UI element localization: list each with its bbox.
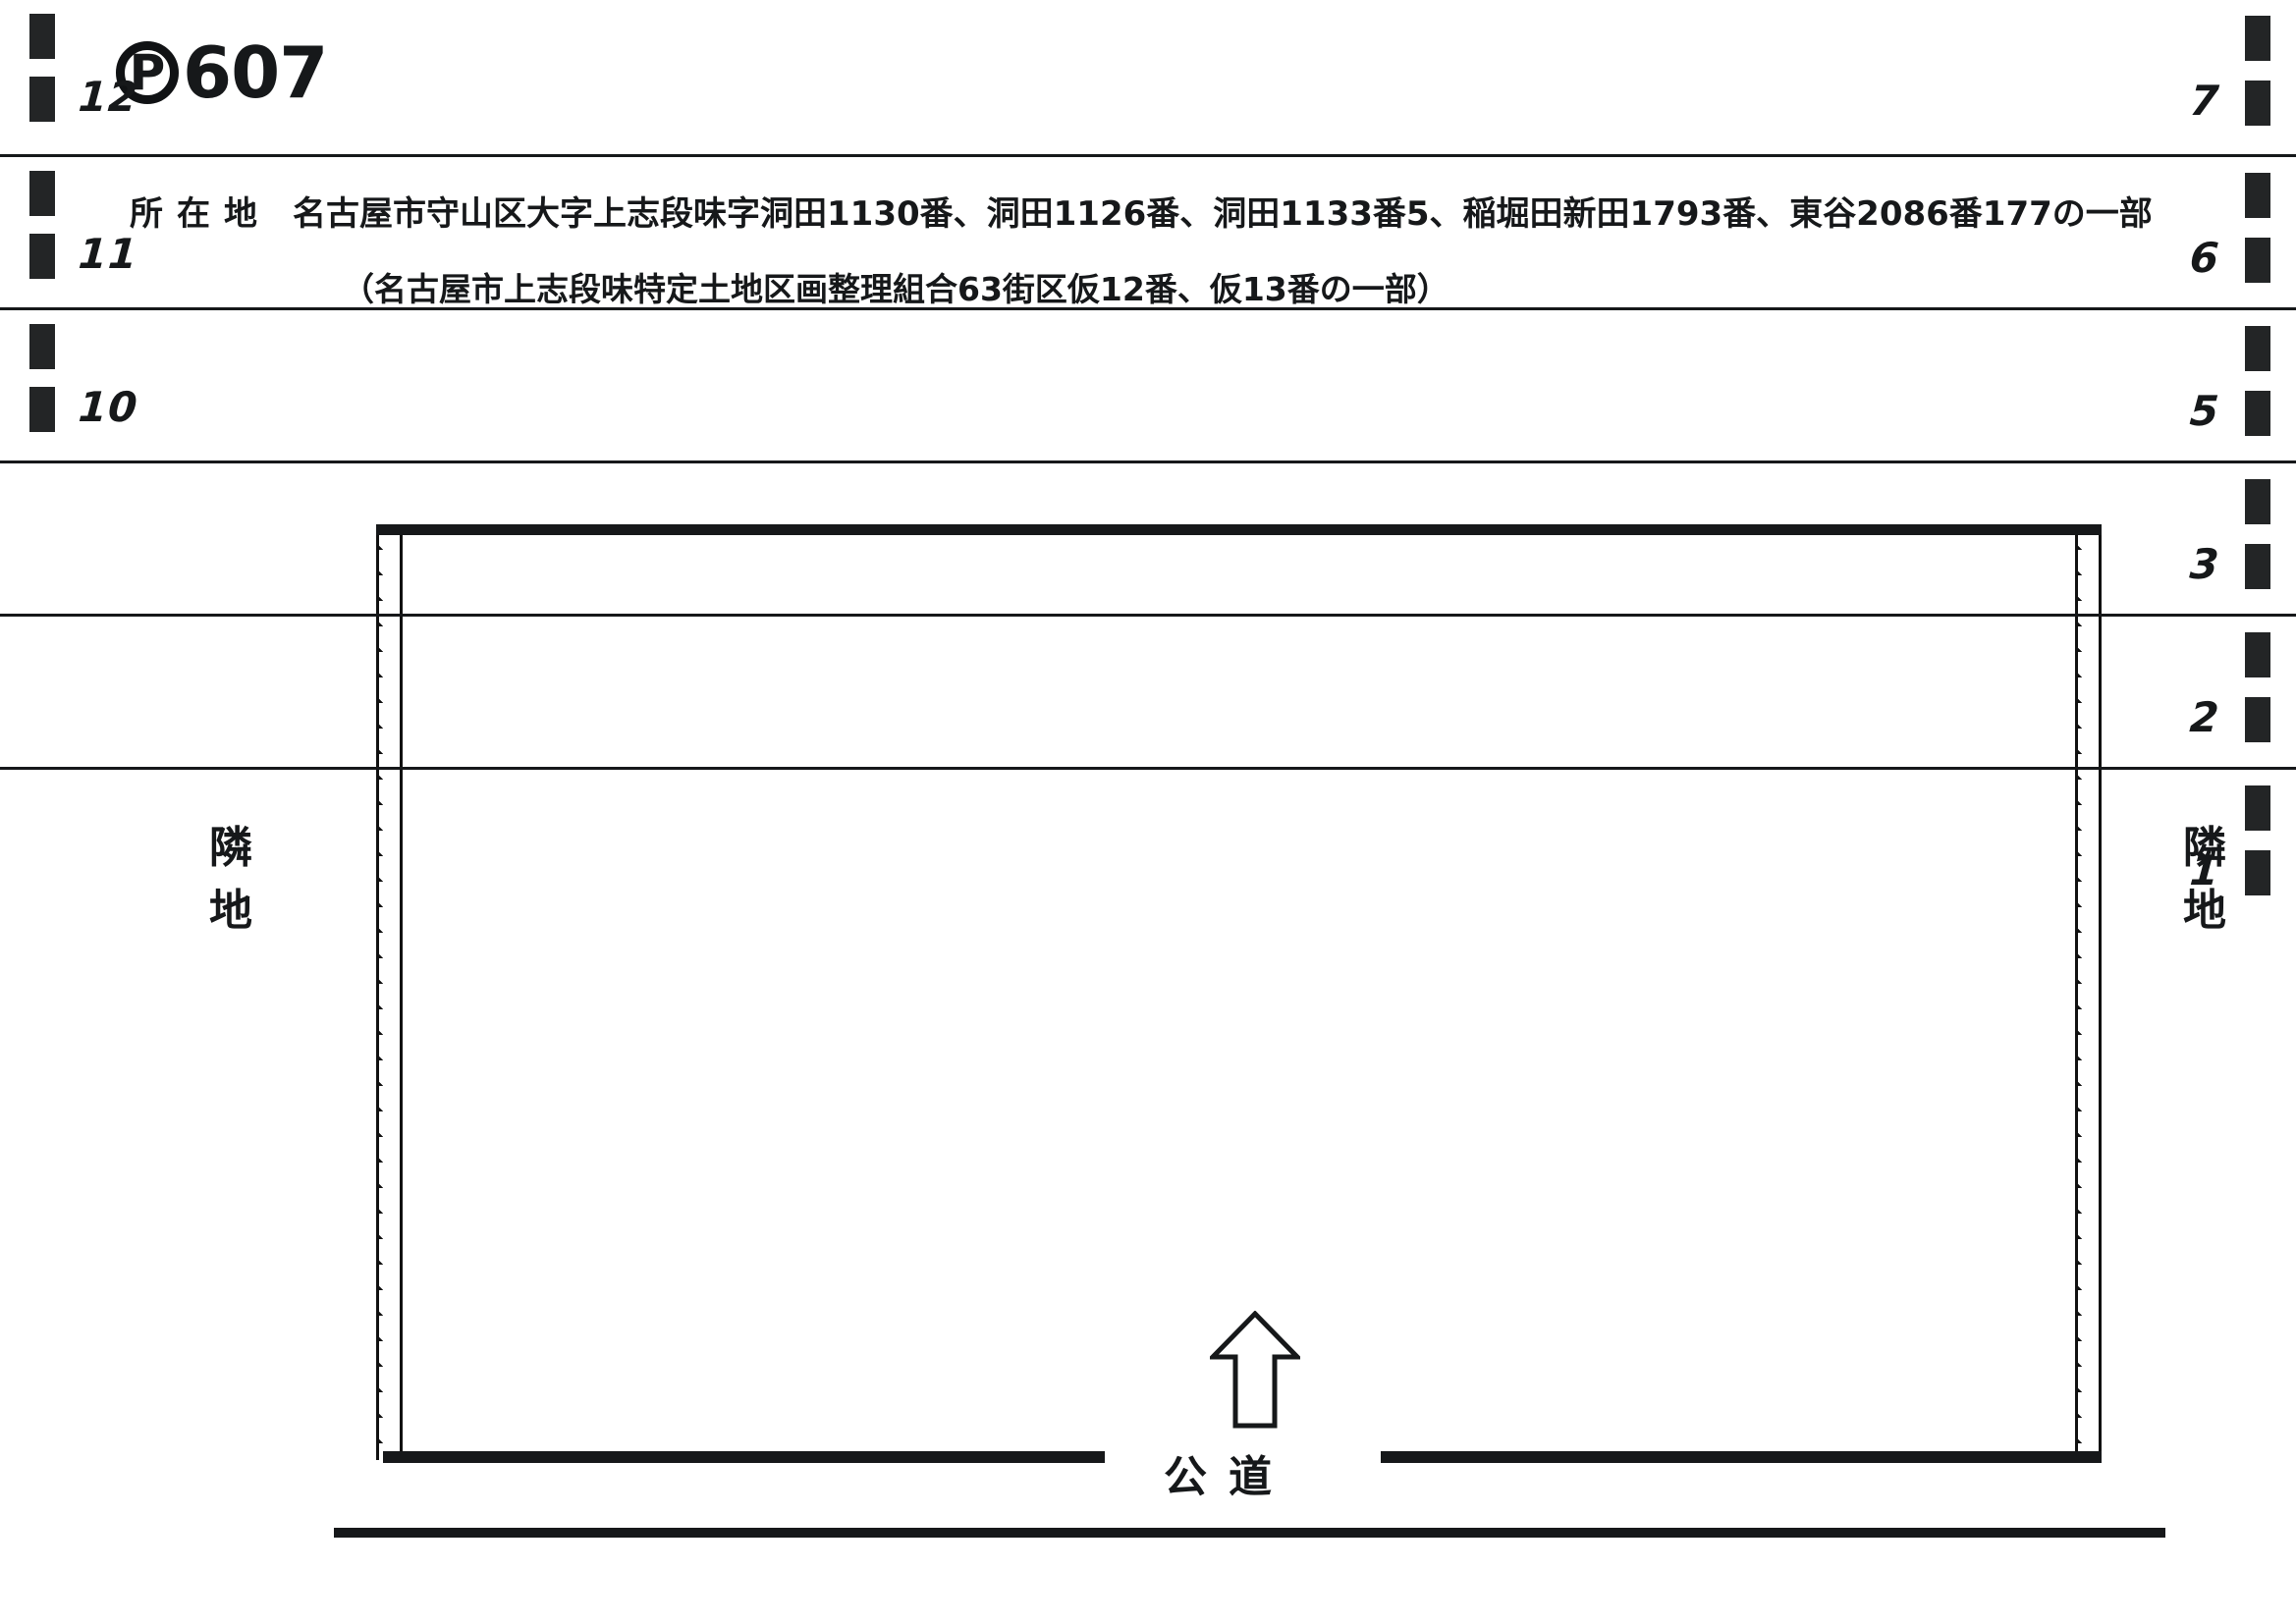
parking-stall-number-label: 5 [2188,387,2221,435]
entrance-direction-arrow-icon [1207,1310,1303,1429]
wheel-stop-marker-icon [2245,391,2270,436]
wheel-stop-marker-icon [2245,785,2270,831]
address-label: 所在地 [130,194,271,234]
neighboring-land-label-left: 隣 地 [201,817,260,943]
neighboring-land-label-right-char1: 隣 [2183,823,2226,873]
neighboring-land-label-right: 隣 地 [2175,817,2234,943]
wheel-stop-marker-icon [2245,173,2270,218]
wheel-stop-marker-icon [29,387,55,432]
entrance-direction-arrow [1207,1310,1303,1429]
wheel-stop-marker-icon [29,14,55,59]
wheel-stop-marker-icon [2245,479,2270,524]
parking-stall-block-right: 7 6 5 3 2 1 [0,16,2296,1386]
wheel-stop-marker-icon [2245,544,2270,589]
parking-stall-5[interactable]: 5 [0,310,2296,463]
parking-stall-7[interactable]: 7 [0,0,2296,157]
wheel-stop-marker-icon [2245,326,2270,371]
wheel-stop-marker-icon [2245,632,2270,677]
wheel-stop-marker-icon [2245,850,2270,895]
parking-stall-6[interactable]: 6 [0,157,2296,310]
address-line-secondary: （名古屋市上志段味特定土地区画整理組合63街区仮12番、仮13番の一部） [342,270,1449,308]
boundary-wall-left [376,524,403,1460]
wheel-stop-marker-icon [2245,16,2270,61]
wheel-stop-marker-icon [29,324,55,369]
parking-stall-number-label: 7 [2188,77,2221,125]
boundary-wall-right [2075,524,2102,1460]
boundary-line-bottom-left [383,1451,1105,1463]
neighboring-land-label-left-char1: 隣 [209,823,252,873]
page-title: 607 [183,31,328,114]
boundary-line-bottom-right [1381,1451,2102,1463]
parking-stall-10[interactable]: 10 [0,310,2296,463]
wheel-stop-marker-icon [2245,81,2270,126]
public-road-far-edge-line [334,1528,2165,1538]
wheel-stop-marker-icon [29,234,55,279]
parking-stall-3[interactable]: 3 [0,463,2296,617]
parking-stall-number-label: 1 [2188,846,2221,894]
wheel-stop-marker-icon [2245,697,2270,742]
neighboring-land-label-right-char2: 地 [2183,885,2226,936]
boundary-line-top [376,524,2102,535]
public-road-label: 公道 [1164,1452,1293,1502]
neighboring-land-label-left-char2: 地 [209,885,252,936]
wheel-stop-marker-icon [2245,238,2270,283]
lot-title: P 607 [116,31,328,114]
parking-stall-number-label: 6 [2188,234,2221,282]
address-line-primary: 所在地名古屋市守山区大字上志段味字洞田1130番、洞田1126番、洞田1133番… [130,187,2153,235]
wheel-stop-marker-icon [29,77,55,122]
parking-stall-2[interactable]: 2 [0,617,2296,770]
address-value: 名古屋市守山区大字上志段味字洞田1130番、洞田1126番、洞田1133番5、稲… [293,194,2153,234]
parking-stall-1[interactable]: 1 [0,770,2296,923]
parking-stall-number-label: 3 [2188,540,2221,588]
parking-stall-number-label: 2 [2188,693,2221,741]
wheel-stop-marker-icon [29,171,55,216]
circled-p-parking-icon: P [116,41,179,104]
